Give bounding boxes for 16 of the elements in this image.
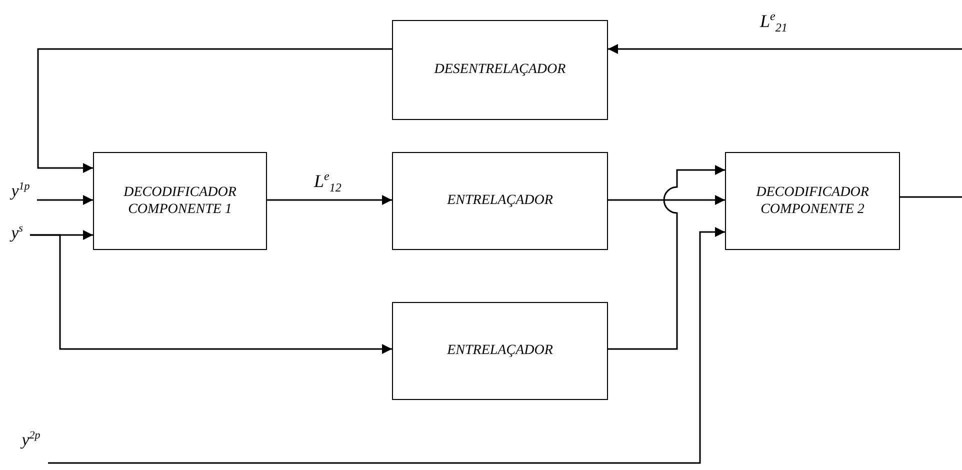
arrow xyxy=(608,195,725,205)
process-box: ENTRELAÇADOR xyxy=(392,302,608,400)
arrow xyxy=(267,195,392,205)
arrow xyxy=(37,48,392,173)
process-box: ENTRELAÇADOR xyxy=(392,152,608,250)
process-box: DECODIFICADOR COMPONENTE 2 xyxy=(725,152,900,250)
arrow xyxy=(48,227,725,464)
arrow xyxy=(30,234,392,354)
signal-label: y$^{s}$ xyxy=(4,222,30,244)
signal-label: y$^{2p}$ xyxy=(14,428,48,452)
signal-label: y$^{1p}$ xyxy=(4,180,37,202)
process-box: DECODIFICADOR COMPONENTE 1 xyxy=(93,152,267,250)
arrow xyxy=(608,165,725,350)
arrow xyxy=(37,195,93,205)
arrow xyxy=(608,44,962,54)
process-box: DESENTRELAÇADOR xyxy=(392,20,608,120)
